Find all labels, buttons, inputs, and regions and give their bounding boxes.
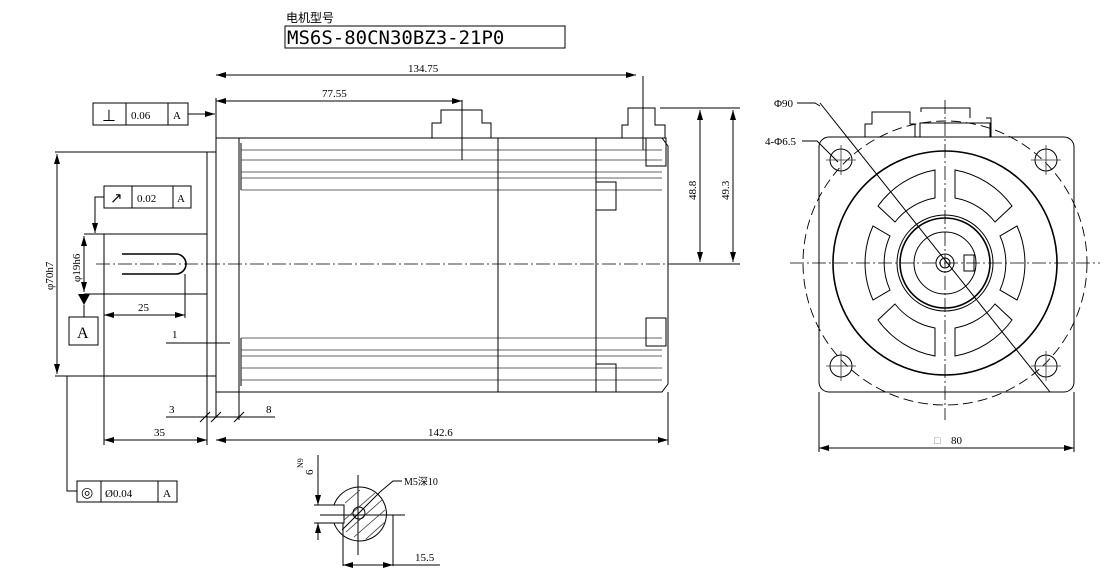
concentricity-frame: ◎ Ø0.04 A: [66, 376, 178, 503]
encoder-connector: [621, 107, 666, 138]
dim-height-2: 49.3: [720, 180, 732, 200]
dim-shaft-dia: φ19h6: [71, 253, 83, 282]
side-view: 134.75 77.55 48.8 49.3 φ70h7 φ19h6 25 1 …: [44, 63, 740, 503]
thread-label: M5深10: [404, 476, 438, 488]
key-depth: 15.5: [415, 552, 435, 564]
svg-text:A: A: [77, 325, 89, 342]
dim-body-length: 142.6: [428, 427, 453, 439]
flange: [215, 137, 240, 393]
svg-text:A: A: [177, 193, 185, 205]
square-symbol: □: [934, 435, 941, 447]
vent-slots: [864, 169, 1026, 357]
datum-a: A: [68, 294, 99, 346]
square-size: 80: [951, 435, 963, 447]
dim-height-1: 48.8: [687, 180, 699, 200]
svg-text:◎: ◎: [81, 486, 93, 501]
dim-flange-gap: 8: [266, 404, 272, 416]
model-label: 电机型号: [286, 11, 334, 25]
holes-label: 4-Φ6.5: [765, 136, 796, 148]
svg-text:A: A: [173, 110, 181, 122]
dim-connector: 77.55: [322, 88, 347, 100]
model-title: 电机型号 MS6S-80CN30BZ3-21P0: [284, 11, 566, 49]
front-view: Φ90 4-Φ6.5 □ 80: [765, 98, 1100, 452]
perpendicularity-frame: ⊥ 0.06 A: [92, 102, 215, 126]
dim-pilot-dia: φ70h7: [44, 261, 56, 290]
svg-text:0.02: 0.02: [137, 193, 156, 205]
model-number: MS6S-80CN30BZ3-21P0: [287, 27, 504, 49]
flange-square: [818, 136, 1075, 393]
mount-holes: [826, 145, 1061, 381]
key-width: 6: [304, 469, 316, 475]
svg-text:↗: ↗: [110, 191, 123, 207]
motor-body: [239, 137, 669, 393]
key-tolerance: N9: [296, 458, 305, 468]
dim-flange-thickness: 3: [169, 404, 175, 416]
svg-text:A: A: [163, 488, 171, 500]
runout-frame: ↗ 0.02 A: [92, 185, 192, 233]
svg-text:⊥: ⊥: [102, 108, 116, 125]
dim-pilot-step: 1: [172, 329, 178, 341]
pcd-label: Φ90: [774, 98, 794, 110]
dim-shaft-length: 35: [154, 427, 166, 439]
svg-text:0.06: 0.06: [131, 110, 151, 122]
svg-text:Ø0.04: Ø0.04: [105, 488, 133, 500]
dim-key-length: 25: [138, 302, 150, 314]
shaft-section-view: M5深10 6 N9 15.5: [296, 455, 440, 568]
dim-overall: 134.75: [408, 63, 439, 75]
keyway: [122, 253, 187, 275]
